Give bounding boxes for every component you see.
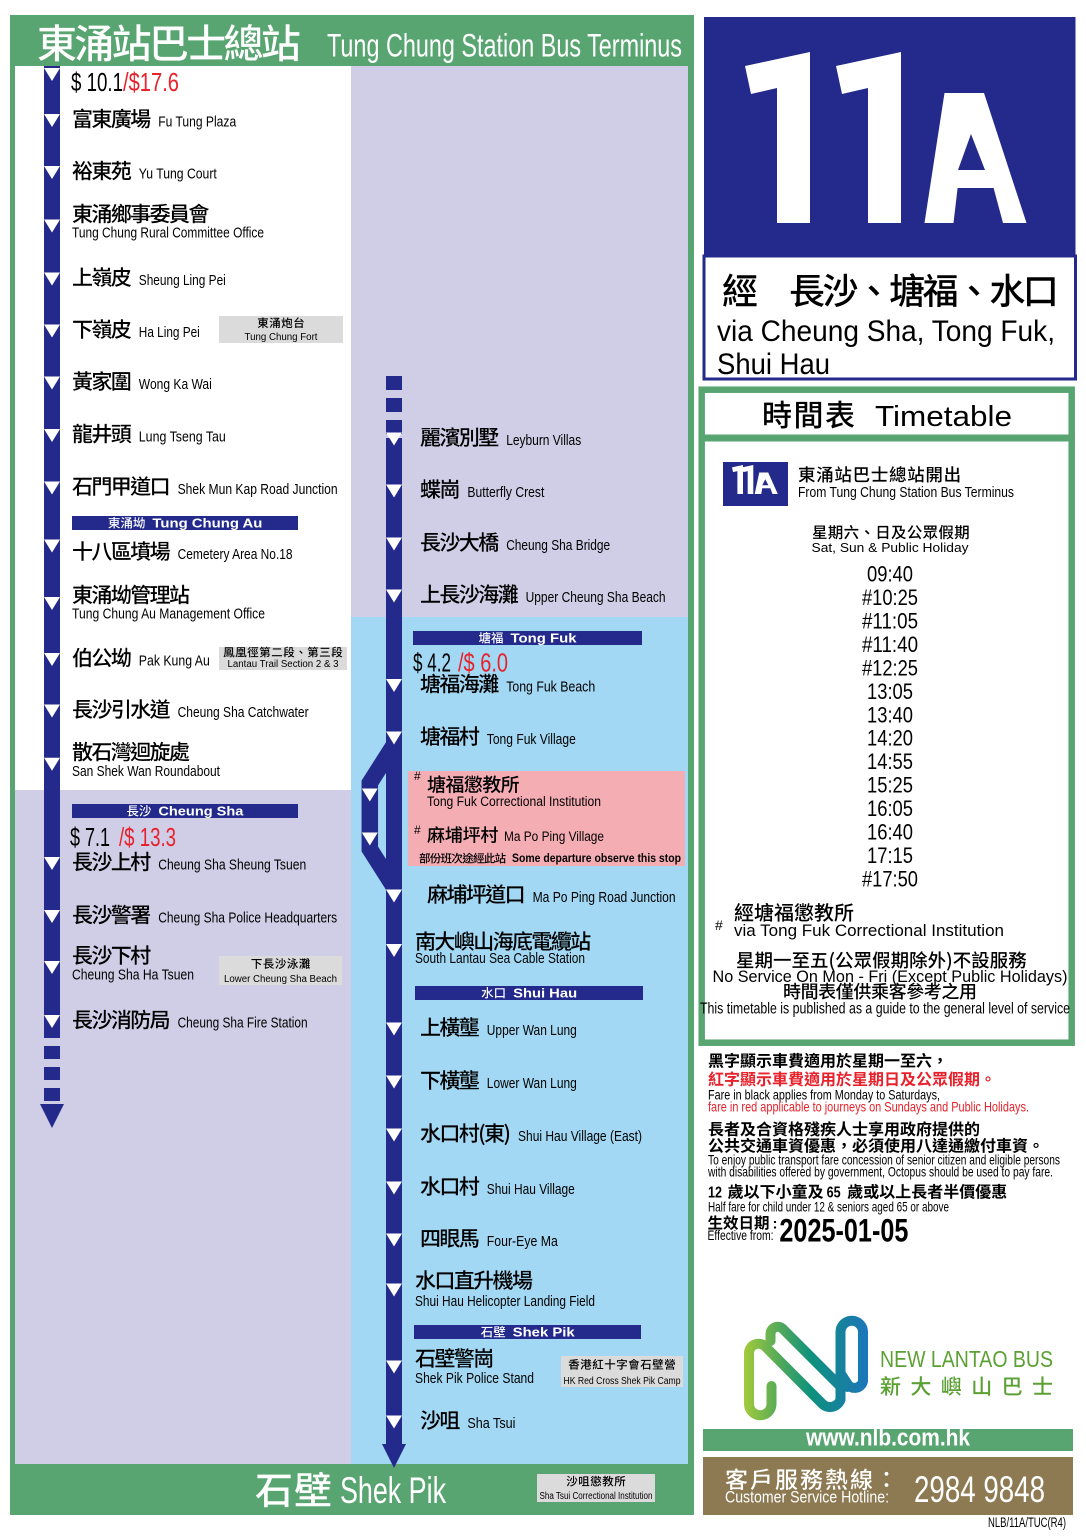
svg-text:2984 9848: 2984 9848 <box>914 1469 1045 1510</box>
svg-text:NLB/11A/TUC(R4): NLB/11A/TUC(R4) <box>988 1515 1066 1530</box>
svg-text:Shek Mun Kap Road Junction: Shek Mun Kap Road Junction <box>178 481 338 498</box>
svg-text:Shui Hau: Shui Hau <box>717 348 830 381</box>
svg-text:12: 12 <box>708 1185 722 1202</box>
svg-text:$ 7.1: $ 7.1 <box>70 822 110 852</box>
svg-text:13:05: 13:05 <box>867 679 913 704</box>
svg-text:13:40: 13:40 <box>867 702 913 727</box>
svg-text:65: 65 <box>827 1185 841 1202</box>
svg-text:Some departure observe this st: Some departure observe this stop <box>512 853 681 865</box>
svg-text:Tung Chung Au Management Offic: Tung Chung Au Management Office <box>72 606 265 623</box>
svg-text:Sha Tsui: Sha Tsui <box>467 1415 515 1432</box>
svg-text:#11:40: #11:40 <box>862 632 918 657</box>
svg-text:From Tung Chung Station Bus Te: From Tung Chung Station Bus Terminus <box>798 485 1014 501</box>
svg-text:Leyburn Villas: Leyburn Villas <box>506 432 581 449</box>
svg-text:Shek Pik Police Stand: Shek Pik Police Stand <box>415 1370 534 1387</box>
svg-text:Fare in black applies from Mon: Fare in black applies from Monday to Sat… <box>708 1087 940 1103</box>
svg-text:Shek Pik: Shek Pik <box>513 1325 576 1340</box>
svg-text:Customer Service Hotline:: Customer Service Hotline: <box>725 1489 889 1507</box>
svg-text:HK Red Cross Shek Pik Camp: HK Red Cross Shek Pik Camp <box>564 1376 681 1387</box>
svg-text:2025-01-05: 2025-01-05 <box>779 1213 908 1249</box>
svg-text:Lung Tseng Tau: Lung Tseng Tau <box>139 429 226 446</box>
svg-text:Tong Fuk Correctional Institut: Tong Fuk Correctional Institution <box>427 794 601 809</box>
svg-text:Cheung Sha Bridge: Cheung Sha Bridge <box>506 537 610 554</box>
svg-text:#: # <box>414 823 421 837</box>
svg-text:#: # <box>715 917 723 933</box>
svg-text:14:55: 14:55 <box>867 749 913 774</box>
svg-text:15:25: 15:25 <box>867 773 913 798</box>
svg-text:Lower Wan Lung: Lower Wan Lung <box>487 1075 577 1092</box>
svg-text:Cheung Sha: Cheung Sha <box>158 804 244 819</box>
svg-text:Cheung Sha Ha Tsuen: Cheung Sha Ha Tsuen <box>72 967 194 984</box>
svg-text:/$ 6.0: /$ 6.0 <box>458 648 508 678</box>
svg-text:via Cheung Sha, Tong Fuk,: via Cheung Sha, Tong Fuk, <box>717 315 1055 348</box>
svg-text:Tong Fuk Village: Tong Fuk Village <box>487 731 576 748</box>
svg-text:Tung Chung Rural Committee Off: Tung Chung Rural Committee Office <box>72 225 264 242</box>
svg-text:$ 4.2: $ 4.2 <box>413 648 451 678</box>
svg-text:14:20: 14:20 <box>867 726 913 751</box>
svg-text:Pak Kung Au: Pak Kung Au <box>139 653 210 670</box>
svg-text:#11:05: #11:05 <box>862 608 918 633</box>
svg-text:Tong Fuk: Tong Fuk <box>511 631 578 646</box>
svg-text:No Service On Mon - Fri (Excep: No Service On Mon - Fri (Except Public H… <box>713 967 1068 986</box>
svg-text:Sheung Ling Pei: Sheung Ling Pei <box>139 272 226 289</box>
svg-text:Cheung Sha Police Headquarters: Cheung Sha Police Headquarters <box>158 910 337 927</box>
svg-text:Four-Eye Ma: Four-Eye Ma <box>487 1233 559 1250</box>
svg-text:Cheung Sha Fire Station: Cheung Sha Fire Station <box>178 1015 308 1032</box>
svg-text:Ma Po Ping Road Junction: Ma Po Ping Road Junction <box>533 889 676 906</box>
svg-text:/$ 13.3: /$ 13.3 <box>119 822 176 852</box>
svg-text:Tung Chung Station Bus Terminu: Tung Chung Station Bus Terminus <box>327 28 682 64</box>
svg-text:NEW LANTAO BUS: NEW LANTAO BUS <box>880 1346 1053 1372</box>
svg-text:Shui Hau Helicopter Landing Fi: Shui Hau Helicopter Landing Field <box>415 1293 595 1310</box>
svg-text:via Tong Fuk Correctional Inst: via Tong Fuk Correctional Institution <box>734 921 1004 940</box>
svg-text:Upper Cheung Sha Beach: Upper Cheung Sha Beach <box>526 589 666 606</box>
svg-text:with disabilities offered by g: with disabilities offered by government,… <box>707 1165 1053 1180</box>
svg-text:Cheung Sha Sheung Tsuen: Cheung Sha Sheung Tsuen <box>158 857 306 874</box>
svg-text:Sat, Sun & Public Holiday: Sat, Sun & Public Holiday <box>812 540 970 555</box>
svg-text:Ha Ling Pei: Ha Ling Pei <box>139 324 200 341</box>
svg-text:www.nlb.com.hk: www.nlb.com.hk <box>805 1425 970 1452</box>
svg-text:/$17.6: /$17.6 <box>123 67 179 97</box>
svg-text:Sha Tsui Correctional Institut: Sha Tsui Correctional Institution <box>540 1491 653 1502</box>
svg-text:Shui Hau Village (East): Shui Hau Village (East) <box>518 1128 642 1145</box>
svg-text:Tong Fuk Beach: Tong Fuk Beach <box>506 679 595 696</box>
svg-text:16:05: 16:05 <box>867 796 913 821</box>
svg-text:Lantau Trail Section 2 & 3: Lantau Trail Section 2 & 3 <box>228 659 339 670</box>
svg-text:$ 10.1: $ 10.1 <box>71 67 123 97</box>
svg-text:To enjoy public transport fare: To enjoy public transport fare concessio… <box>708 1153 1060 1168</box>
svg-text:Yu Tung Court: Yu Tung Court <box>139 166 218 183</box>
svg-text:Shui Hau: Shui Hau <box>513 986 577 1001</box>
svg-text:Tung Chung Au: Tung Chung Au <box>152 516 262 531</box>
svg-text:Upper Wan Lung: Upper Wan Lung <box>487 1022 577 1039</box>
svg-text:This timetable is published as: This timetable is published as a guide t… <box>700 1001 1070 1018</box>
svg-text:Half fare for child under 12 &: Half fare for child under 12 & seniors a… <box>708 1199 949 1215</box>
svg-text:Shek Pik: Shek Pik <box>340 1470 446 1511</box>
svg-text:San Shek Wan Roundabout: San Shek Wan Roundabout <box>72 763 221 780</box>
svg-text:#10:25: #10:25 <box>862 585 918 610</box>
svg-text:fare in red applicable to jour: fare in red applicable to journeys on Su… <box>708 1099 1029 1115</box>
svg-text:17:15: 17:15 <box>867 843 913 868</box>
svg-text:Shui Hau Village: Shui Hau Village <box>487 1181 575 1198</box>
svg-text:#17:50: #17:50 <box>862 867 918 892</box>
svg-text:#12:25: #12:25 <box>862 655 918 680</box>
svg-text:09:40: 09:40 <box>867 562 913 587</box>
svg-text:16:40: 16:40 <box>867 820 913 845</box>
svg-text:Lower Cheung Sha Beach: Lower Cheung Sha Beach <box>224 974 337 985</box>
svg-text:South Lantau Sea Cable Station: South Lantau Sea Cable Station <box>415 950 585 967</box>
svg-text:Timetable: Timetable <box>875 401 1012 433</box>
svg-text:Cemetery Area No.18: Cemetery Area No.18 <box>178 546 293 563</box>
svg-text:Wong Ka Wai: Wong Ka Wai <box>139 376 212 393</box>
svg-text:Tung Chung Fort: Tung Chung Fort <box>245 332 318 343</box>
svg-text:Butterfly Crest: Butterfly Crest <box>467 484 545 501</box>
svg-text:#: # <box>414 769 421 783</box>
svg-text:Fu Tung Plaza: Fu Tung Plaza <box>158 114 237 131</box>
svg-text:Effective from:: Effective from: <box>708 1228 774 1243</box>
svg-text:Ma Po Ping Village: Ma Po Ping Village <box>504 829 604 844</box>
svg-text::: : <box>773 1216 778 1233</box>
svg-text:Cheung Sha Catchwater: Cheung Sha Catchwater <box>178 704 309 721</box>
